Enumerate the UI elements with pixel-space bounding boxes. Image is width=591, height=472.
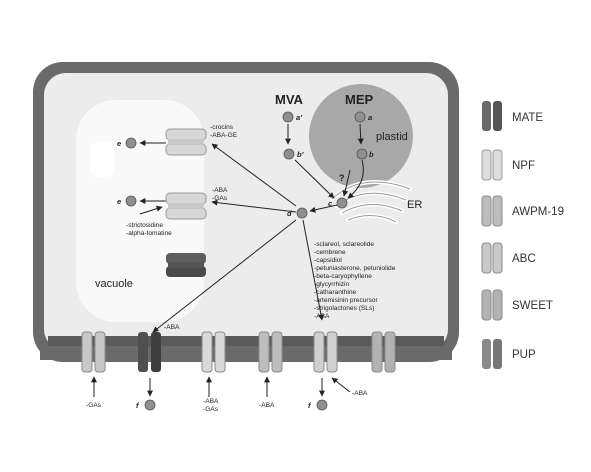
svg-text:e: e xyxy=(117,197,121,206)
node-b-prime: b' xyxy=(283,148,304,160)
vacuole-transporter-top xyxy=(165,128,207,156)
svg-text:-artemisinin precursor: -artemisinin precursor xyxy=(314,297,379,304)
mep-label: MEP xyxy=(345,92,374,107)
uptake-aba-gas-label: -ABA -GAs xyxy=(203,398,219,413)
question-mark: ? xyxy=(339,173,345,183)
efflux-substrate-list: -sclareol, sclareolide -cembrene -capsid… xyxy=(314,241,396,320)
svg-text:-sclareol, sclareolide: -sclareol, sclareolide xyxy=(314,241,374,248)
svg-text:b: b xyxy=(369,150,374,159)
svg-text:PUP: PUP xyxy=(512,349,536,361)
pm-transporter-5 xyxy=(313,331,338,373)
node-a: a xyxy=(354,111,372,123)
svg-text:-alpha-tomatine: -alpha-tomatine xyxy=(126,230,172,237)
svg-text:-petuniasterone, petuniolide: -petuniasterone, petuniolide xyxy=(314,265,396,272)
svg-text:d: d xyxy=(287,209,292,218)
vacuole-transporter-bottom-mate xyxy=(166,253,206,277)
svg-text:a: a xyxy=(368,113,372,122)
svg-text:-ABA: -ABA xyxy=(212,187,228,194)
legend-item-awpm-19: AWPM-19 xyxy=(481,195,564,227)
svg-text:-GAs: -GAs xyxy=(212,195,228,202)
vacuole-transporter-mid xyxy=(165,192,207,220)
er-outline xyxy=(331,181,411,223)
mva-label: MVA xyxy=(275,92,304,107)
legend: MATE NPF AWPM-19 ABC SWEET PUP xyxy=(481,101,564,369)
svg-text:-strictosidine: -strictosidine xyxy=(126,222,163,229)
legend-item-npf: NPF xyxy=(481,149,535,181)
vacuole-highlight xyxy=(90,141,114,177)
svg-text:-ABA: -ABA xyxy=(314,313,330,320)
svg-text:-catharanthine: -catharanthine xyxy=(314,289,356,296)
svg-text:-ABA-GE: -ABA-GE xyxy=(210,132,238,139)
legend-item-mate: MATE xyxy=(482,101,543,131)
svg-text:b': b' xyxy=(297,150,304,159)
er-label: ER xyxy=(407,199,422,211)
legend-item-sweet: SWEET xyxy=(481,289,553,321)
svg-text:-glycyrrhizin: -glycyrrhizin xyxy=(314,281,350,288)
uptake-aba-label: -ABA xyxy=(259,402,275,409)
pm-transporter-2-mate xyxy=(138,332,161,372)
svg-text:-ABA: -ABA xyxy=(203,398,219,405)
node-f-right: f xyxy=(308,399,328,411)
svg-text:MATE: MATE xyxy=(512,112,543,124)
svg-text:-GAs: -GAs xyxy=(203,406,219,413)
vacuole-import-substrates: -strictosidine -alpha-tomatine xyxy=(126,222,172,237)
node-b: b xyxy=(356,148,374,160)
node-e-top: e xyxy=(117,137,137,149)
svg-text:f: f xyxy=(136,401,140,410)
node-c: c xyxy=(328,197,348,209)
pm-transporter-3 xyxy=(201,331,226,373)
pm-transporter-1 xyxy=(81,331,106,373)
uptake-gas-label: -GAs xyxy=(86,402,102,409)
plastid-label: plastid xyxy=(376,131,408,143)
pm-transporter-4 xyxy=(258,331,283,373)
svg-text:c: c xyxy=(328,199,333,208)
svg-text:-crocins: -crocins xyxy=(210,124,234,131)
node-a-prime: a' xyxy=(282,111,302,123)
svg-text:a': a' xyxy=(296,113,302,122)
legend-item-abc: ABC xyxy=(481,242,536,274)
pathway-arrows xyxy=(91,123,364,397)
node-d: d xyxy=(287,207,308,219)
svg-text:-cembrene: -cembrene xyxy=(314,249,346,256)
node-f-left: f xyxy=(136,399,156,411)
legend-item-pup: PUP xyxy=(482,339,536,369)
svg-text:f: f xyxy=(308,401,312,410)
svg-text:e: e xyxy=(117,139,121,148)
svg-text:-strigolactones (SLs): -strigolactones (SLs) xyxy=(314,305,374,312)
svg-text:ABC: ABC xyxy=(512,253,536,265)
pm-transporter-6 xyxy=(371,331,396,373)
svg-text:NPF: NPF xyxy=(512,160,535,172)
svg-text:-beta-caryophyllene: -beta-caryophyllene xyxy=(314,273,372,280)
pm-mate-substrate: -ABA xyxy=(164,324,180,331)
svg-text:-capsidiol: -capsidiol xyxy=(314,257,342,264)
uptake-aba-right-label: -ABA xyxy=(352,390,368,397)
vacuole-mid-substrates: -ABA -GAs xyxy=(212,187,228,202)
node-e-mid: e xyxy=(117,195,137,207)
vacuole-label: vacuole xyxy=(95,278,133,290)
vacuole-top-substrates: -crocins -ABA-GE xyxy=(210,124,238,139)
svg-text:AWPM-19: AWPM-19 xyxy=(512,206,564,218)
svg-text:SWEET: SWEET xyxy=(512,300,553,312)
